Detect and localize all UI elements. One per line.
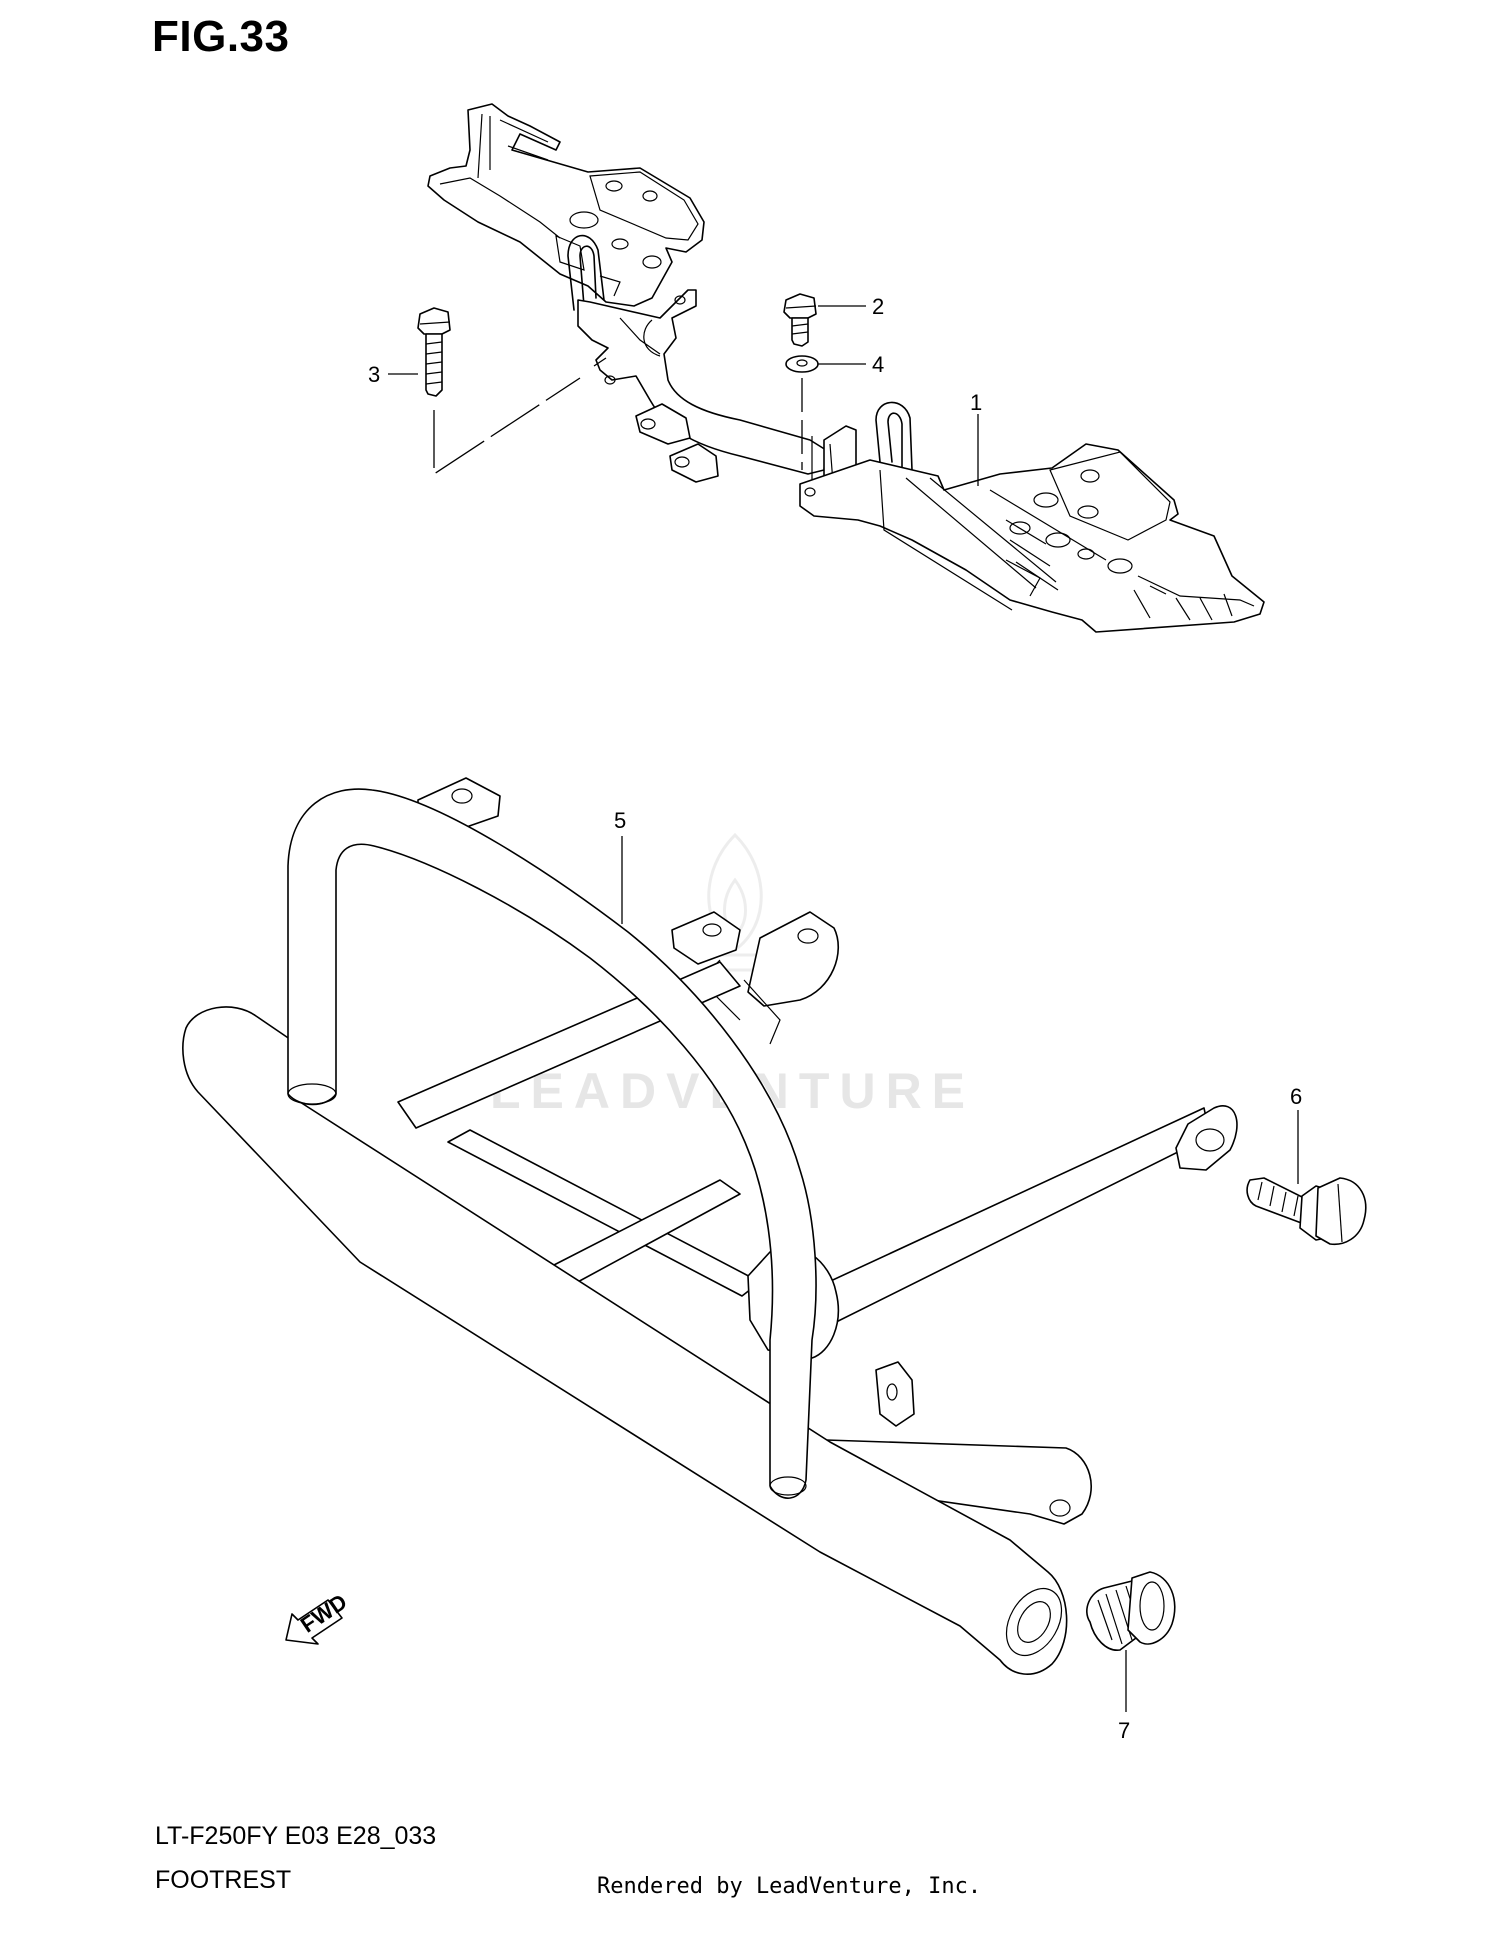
part-4-washer[interactable]: [785, 355, 819, 373]
callout-7[interactable]: 7: [1118, 1718, 1130, 1743]
fwd-arrow-icon: FWD: [285, 1589, 351, 1645]
rendered-by-credit: Rendered by LeadVenture, Inc.: [597, 1874, 982, 1899]
part-5-front-guard[interactable]: [182, 777, 1238, 1675]
part-3-alignment-line: [433, 357, 607, 476]
callout-1[interactable]: 1: [970, 390, 982, 415]
part-1-footrest-bracket[interactable]: [427, 103, 1265, 633]
callout-3[interactable]: 3: [368, 362, 380, 387]
part-3-bolt[interactable]: [417, 307, 451, 397]
callout-6[interactable]: 6: [1290, 1084, 1302, 1109]
model-code: LT-F250FY E03 E28_033: [155, 1822, 437, 1850]
part-7-plug[interactable]: [1086, 1571, 1176, 1651]
part-2-bolt[interactable]: [783, 293, 817, 347]
callout-5[interactable]: 5: [614, 808, 626, 833]
callout-4[interactable]: 4: [872, 352, 884, 377]
figure-title: FIG.33: [152, 12, 290, 61]
callouts: 1 2 3 4 5 6 7: [368, 294, 1302, 1743]
callout-2[interactable]: 2: [872, 294, 884, 319]
section-name: FOOTREST: [155, 1866, 292, 1894]
part-6-bolt[interactable]: [1246, 1177, 1367, 1246]
